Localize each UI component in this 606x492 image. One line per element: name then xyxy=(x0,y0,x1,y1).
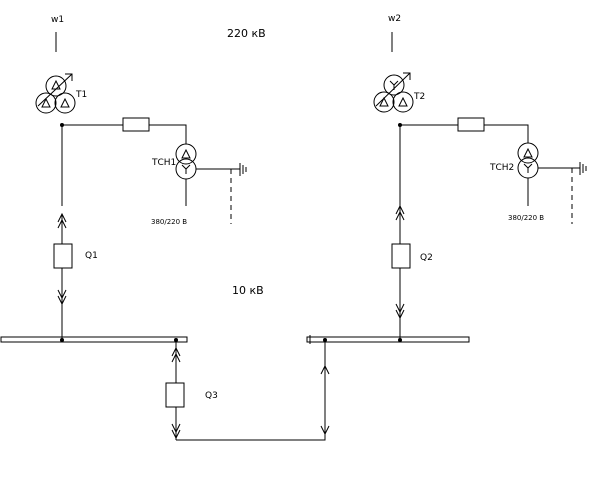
label-q2: Q2 xyxy=(420,253,433,263)
busbar-section-2 xyxy=(306,336,470,343)
breaker-q2 xyxy=(391,243,411,269)
label-w2: w2 xyxy=(388,14,401,24)
disconnect-bottom-q1 xyxy=(57,289,67,306)
bus-tie-link xyxy=(176,340,326,441)
label-tsn2: ТСН2 xyxy=(489,163,514,173)
breaker-q1 xyxy=(53,243,73,269)
left-feeder-unit xyxy=(35,32,247,340)
transformer-t1 xyxy=(35,73,76,114)
label-q1: Q1 xyxy=(85,251,98,261)
transformer-tsn2 xyxy=(517,142,539,179)
label-tsn2-voltage: 380/220 В xyxy=(508,214,544,222)
label-w1: w1 xyxy=(51,15,64,25)
label-hv-voltage: 220 кВ xyxy=(227,27,266,40)
disconnect-top-q3 xyxy=(171,346,181,363)
label-tsn1: ТСН1 xyxy=(151,158,176,168)
label-q3: Q3 xyxy=(205,391,218,401)
node-bus1-q1 xyxy=(60,338,64,342)
busbar-section-1 xyxy=(0,336,188,343)
node-bus2-q2 xyxy=(398,338,402,342)
disconnect-down-arrow-q3b xyxy=(320,425,330,436)
label-t1: T1 xyxy=(75,90,87,100)
label-tsn1-voltage: 380/220 В xyxy=(151,218,187,226)
transformer-tsn1 xyxy=(175,143,197,180)
ground-icon xyxy=(579,162,587,175)
fuse-2 xyxy=(457,117,485,132)
right-feeder-unit xyxy=(373,32,587,340)
bus-tie-q3 xyxy=(165,340,330,441)
ground-icon xyxy=(239,163,247,176)
label-lv-voltage: 10 кВ xyxy=(232,284,264,297)
fuse-1 xyxy=(122,117,150,132)
transformer-t2 xyxy=(373,72,414,113)
line-to-tsn2 xyxy=(484,124,529,143)
breaker-q3 xyxy=(165,382,185,408)
line-to-tsn1 xyxy=(149,124,187,144)
disconnect-up-arrow-q3b xyxy=(320,364,330,375)
disconnect-bottom-q3 xyxy=(171,423,181,440)
label-t2: T2 xyxy=(413,92,425,102)
